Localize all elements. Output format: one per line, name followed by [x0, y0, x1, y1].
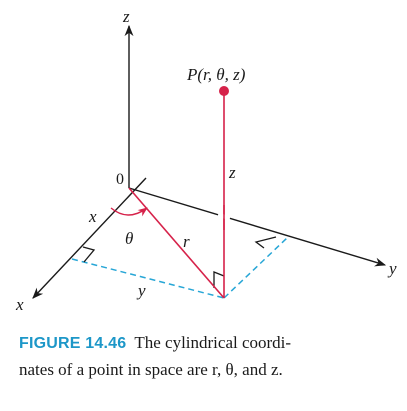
right-angle-mark-x	[82, 246, 96, 263]
height-label: z	[228, 163, 236, 182]
right-angle-mark-y	[254, 236, 277, 249]
figure-number: FIGURE 14.46	[19, 335, 127, 352]
y-leg-label: y	[136, 281, 146, 300]
caption-line-2: nates of a point in space are r, θ, and …	[19, 360, 283, 379]
cylindrical-coordinates-diagram: z y x 0 P(r, θ, z) z r θ x y	[15, 7, 397, 314]
x-axis	[32, 177, 147, 299]
angle-label: θ	[125, 229, 133, 248]
origin-label: 0	[116, 171, 124, 188]
right-angle-mark-foot	[213, 271, 225, 288]
projection-dash-foot-to-yaxis	[223, 237, 288, 299]
x-axis-label: x	[15, 295, 24, 314]
y-axis-label: y	[387, 259, 397, 278]
radius-line	[128, 187, 225, 299]
y-axis	[128, 187, 387, 267]
point-label: P(r, θ, z)	[186, 65, 246, 84]
x-leg-label: x	[88, 207, 97, 226]
figure-caption: FIGURE 14.46 The cylindrical coordi- nate…	[19, 330, 399, 383]
projection-dash-y-to-foot	[71, 258, 225, 299]
point-p	[219, 86, 229, 96]
caption-line-1: The cylindrical coordi-	[134, 333, 292, 352]
theta-arc	[110, 207, 148, 217]
z-axis-label: z	[122, 7, 130, 26]
radius-label: r	[183, 232, 190, 251]
